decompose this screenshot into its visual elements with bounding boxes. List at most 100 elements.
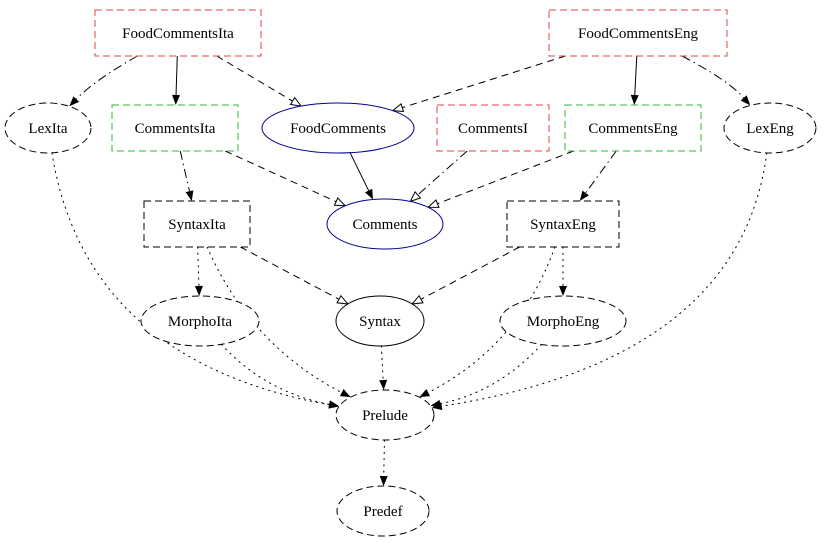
filled-arrowhead-icon: [365, 188, 374, 200]
module-box-shape: [94, 9, 262, 57]
module-label: Comments: [352, 217, 417, 233]
open-arrowhead-icon: [333, 197, 347, 207]
filled-arrowhead-icon: [339, 389, 351, 398]
node-FoodComments: FoodComments: [261, 102, 415, 154]
filled-arrowhead-icon: [419, 389, 431, 398]
edge-SyntaxEng-Syntax: [410, 246, 520, 305]
edge-MorphoIta-Prelude: [220, 343, 340, 409]
module-box-shape: [436, 104, 550, 152]
module-label: FoodComments: [290, 121, 386, 137]
open-arrowhead-icon: [409, 190, 422, 203]
module-label: MorphoEng: [527, 314, 600, 330]
edge-line: [383, 439, 385, 477]
edge-line: [349, 152, 370, 191]
node-Comments: Comments: [326, 198, 444, 250]
edge-FoodCommentsEng-FoodComments: [391, 55, 566, 113]
edge-CommentsEng-Comments: [426, 150, 574, 208]
node-SyntaxEng: SyntaxEng: [506, 200, 620, 248]
module-label: SyntaxEng: [530, 217, 596, 233]
edge-line: [634, 55, 638, 96]
edge-FoodComments-Comments: [349, 152, 374, 200]
edge-line: [175, 55, 178, 96]
module-label: LexEng: [746, 121, 794, 137]
module-label: SyntaxIta: [168, 217, 226, 233]
edge-layer: [51, 55, 768, 487]
module-ellipse-shape: [499, 295, 627, 347]
module-label: LexIta: [28, 121, 67, 137]
edge-line: [585, 150, 617, 194]
module-ellipse-shape: [326, 198, 444, 250]
edge-line: [225, 150, 337, 203]
edge-line: [437, 150, 574, 205]
node-LexEng: LexEng: [723, 102, 817, 154]
edge-line: [402, 55, 566, 109]
filled-arrowhead-icon: [379, 379, 388, 391]
edge-FoodCommentsIta-FoodComments: [216, 55, 303, 107]
edge-SyntaxEng-MorphoEng: [559, 246, 567, 296]
module-ellipse-shape: [261, 102, 415, 154]
module-box-shape: [111, 104, 239, 152]
edge-line: [439, 343, 542, 405]
node-Syntax: Syntax: [335, 295, 425, 347]
module-box-shape: [143, 200, 251, 248]
edge-FoodCommentsIta-LexIta: [69, 55, 138, 107]
filled-arrowhead-icon: [740, 95, 751, 106]
module-label: CommentsI: [458, 121, 528, 137]
module-label: Predef: [363, 504, 402, 520]
node-Predef: Predef: [336, 485, 430, 537]
filled-arrowhead-icon: [559, 286, 567, 296]
module-label: CommentsEng: [588, 121, 678, 137]
filled-arrowhead-icon: [185, 190, 194, 201]
edge-line: [441, 152, 768, 407]
filled-arrowhead-icon: [172, 94, 181, 105]
node-SyntaxIta: SyntaxIta: [143, 200, 251, 248]
filled-arrowhead-icon: [630, 94, 639, 105]
edge-line: [380, 345, 384, 381]
node-CommentsIta: CommentsIta: [111, 104, 239, 152]
module-box-shape: [506, 200, 620, 248]
edge-SyntaxEng-Prelude: [419, 246, 556, 398]
filled-arrowhead-icon: [328, 400, 340, 409]
filled-arrowhead-icon: [430, 399, 442, 408]
edge-FoodCommentsEng-LexEng: [681, 55, 751, 106]
edge-line: [427, 246, 556, 394]
module-label: MorphoIta: [168, 314, 232, 330]
module-label: FoodCommentsEng: [578, 26, 699, 42]
node-FoodCommentsEng: FoodCommentsEng: [548, 9, 728, 57]
module-ellipse-shape: [336, 485, 430, 537]
node-LexIta: LexIta: [4, 102, 92, 154]
node-MorphoEng: MorphoEng: [499, 295, 627, 347]
edge-CommentsIta-SyntaxIta: [179, 150, 194, 201]
module-ellipse-shape: [140, 295, 260, 347]
node-Prelude: Prelude: [335, 389, 435, 441]
node-FoodCommentsIta: FoodCommentsIta: [94, 9, 262, 57]
edge-line: [240, 246, 340, 300]
edge-LexIta-Prelude: [51, 152, 339, 409]
module-ellipse-shape: [4, 102, 92, 154]
edge-line: [216, 55, 293, 102]
module-ellipse-shape: [723, 102, 817, 154]
module-box-shape: [564, 104, 702, 152]
node-CommentsEng: CommentsEng: [564, 104, 702, 152]
open-arrowhead-icon: [391, 102, 405, 113]
module-box-shape: [548, 9, 728, 57]
node-MorphoIta: MorphoIta: [140, 295, 260, 347]
edge-line: [51, 152, 330, 406]
open-arrowhead-icon: [336, 294, 350, 305]
edge-SyntaxIta-Prelude: [206, 246, 351, 398]
edge-SyntaxIta-Syntax: [240, 246, 350, 305]
edge-Syntax-Prelude: [379, 345, 388, 391]
edge-line: [417, 150, 468, 196]
filled-arrowhead-icon: [379, 475, 388, 487]
edge-CommentsI-Comments: [409, 150, 468, 203]
edge-line: [206, 246, 343, 394]
open-arrowhead-icon: [410, 294, 424, 305]
edge-line: [179, 150, 190, 192]
module-label: Syntax: [359, 314, 401, 330]
filled-arrowhead-icon: [194, 285, 203, 297]
edge-line: [420, 246, 520, 300]
module-label: Prelude: [362, 408, 408, 424]
